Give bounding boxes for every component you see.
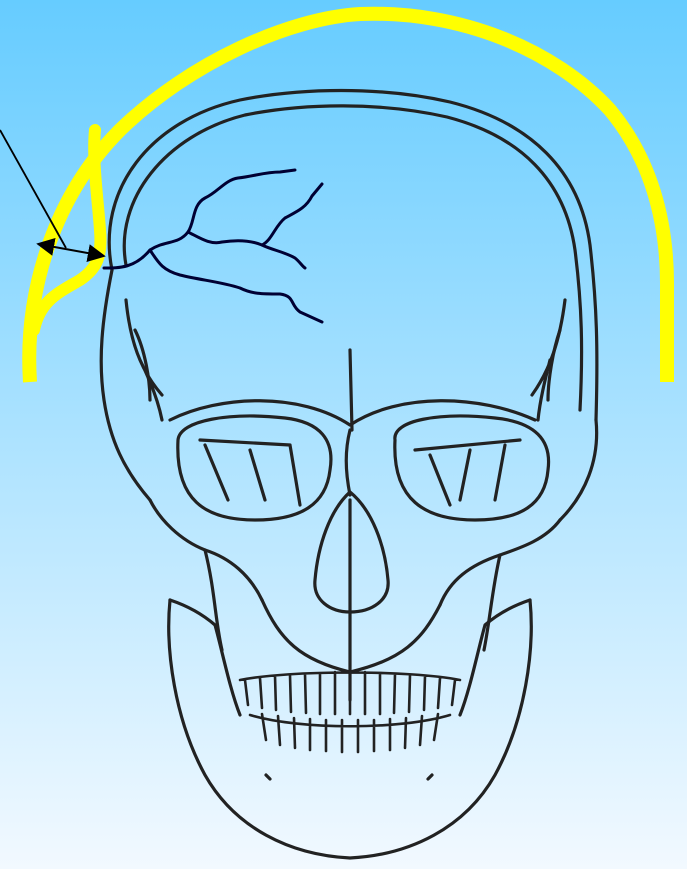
diagram-stage xyxy=(0,0,687,869)
skull-diagram xyxy=(0,0,687,869)
background-gradient xyxy=(0,0,687,869)
